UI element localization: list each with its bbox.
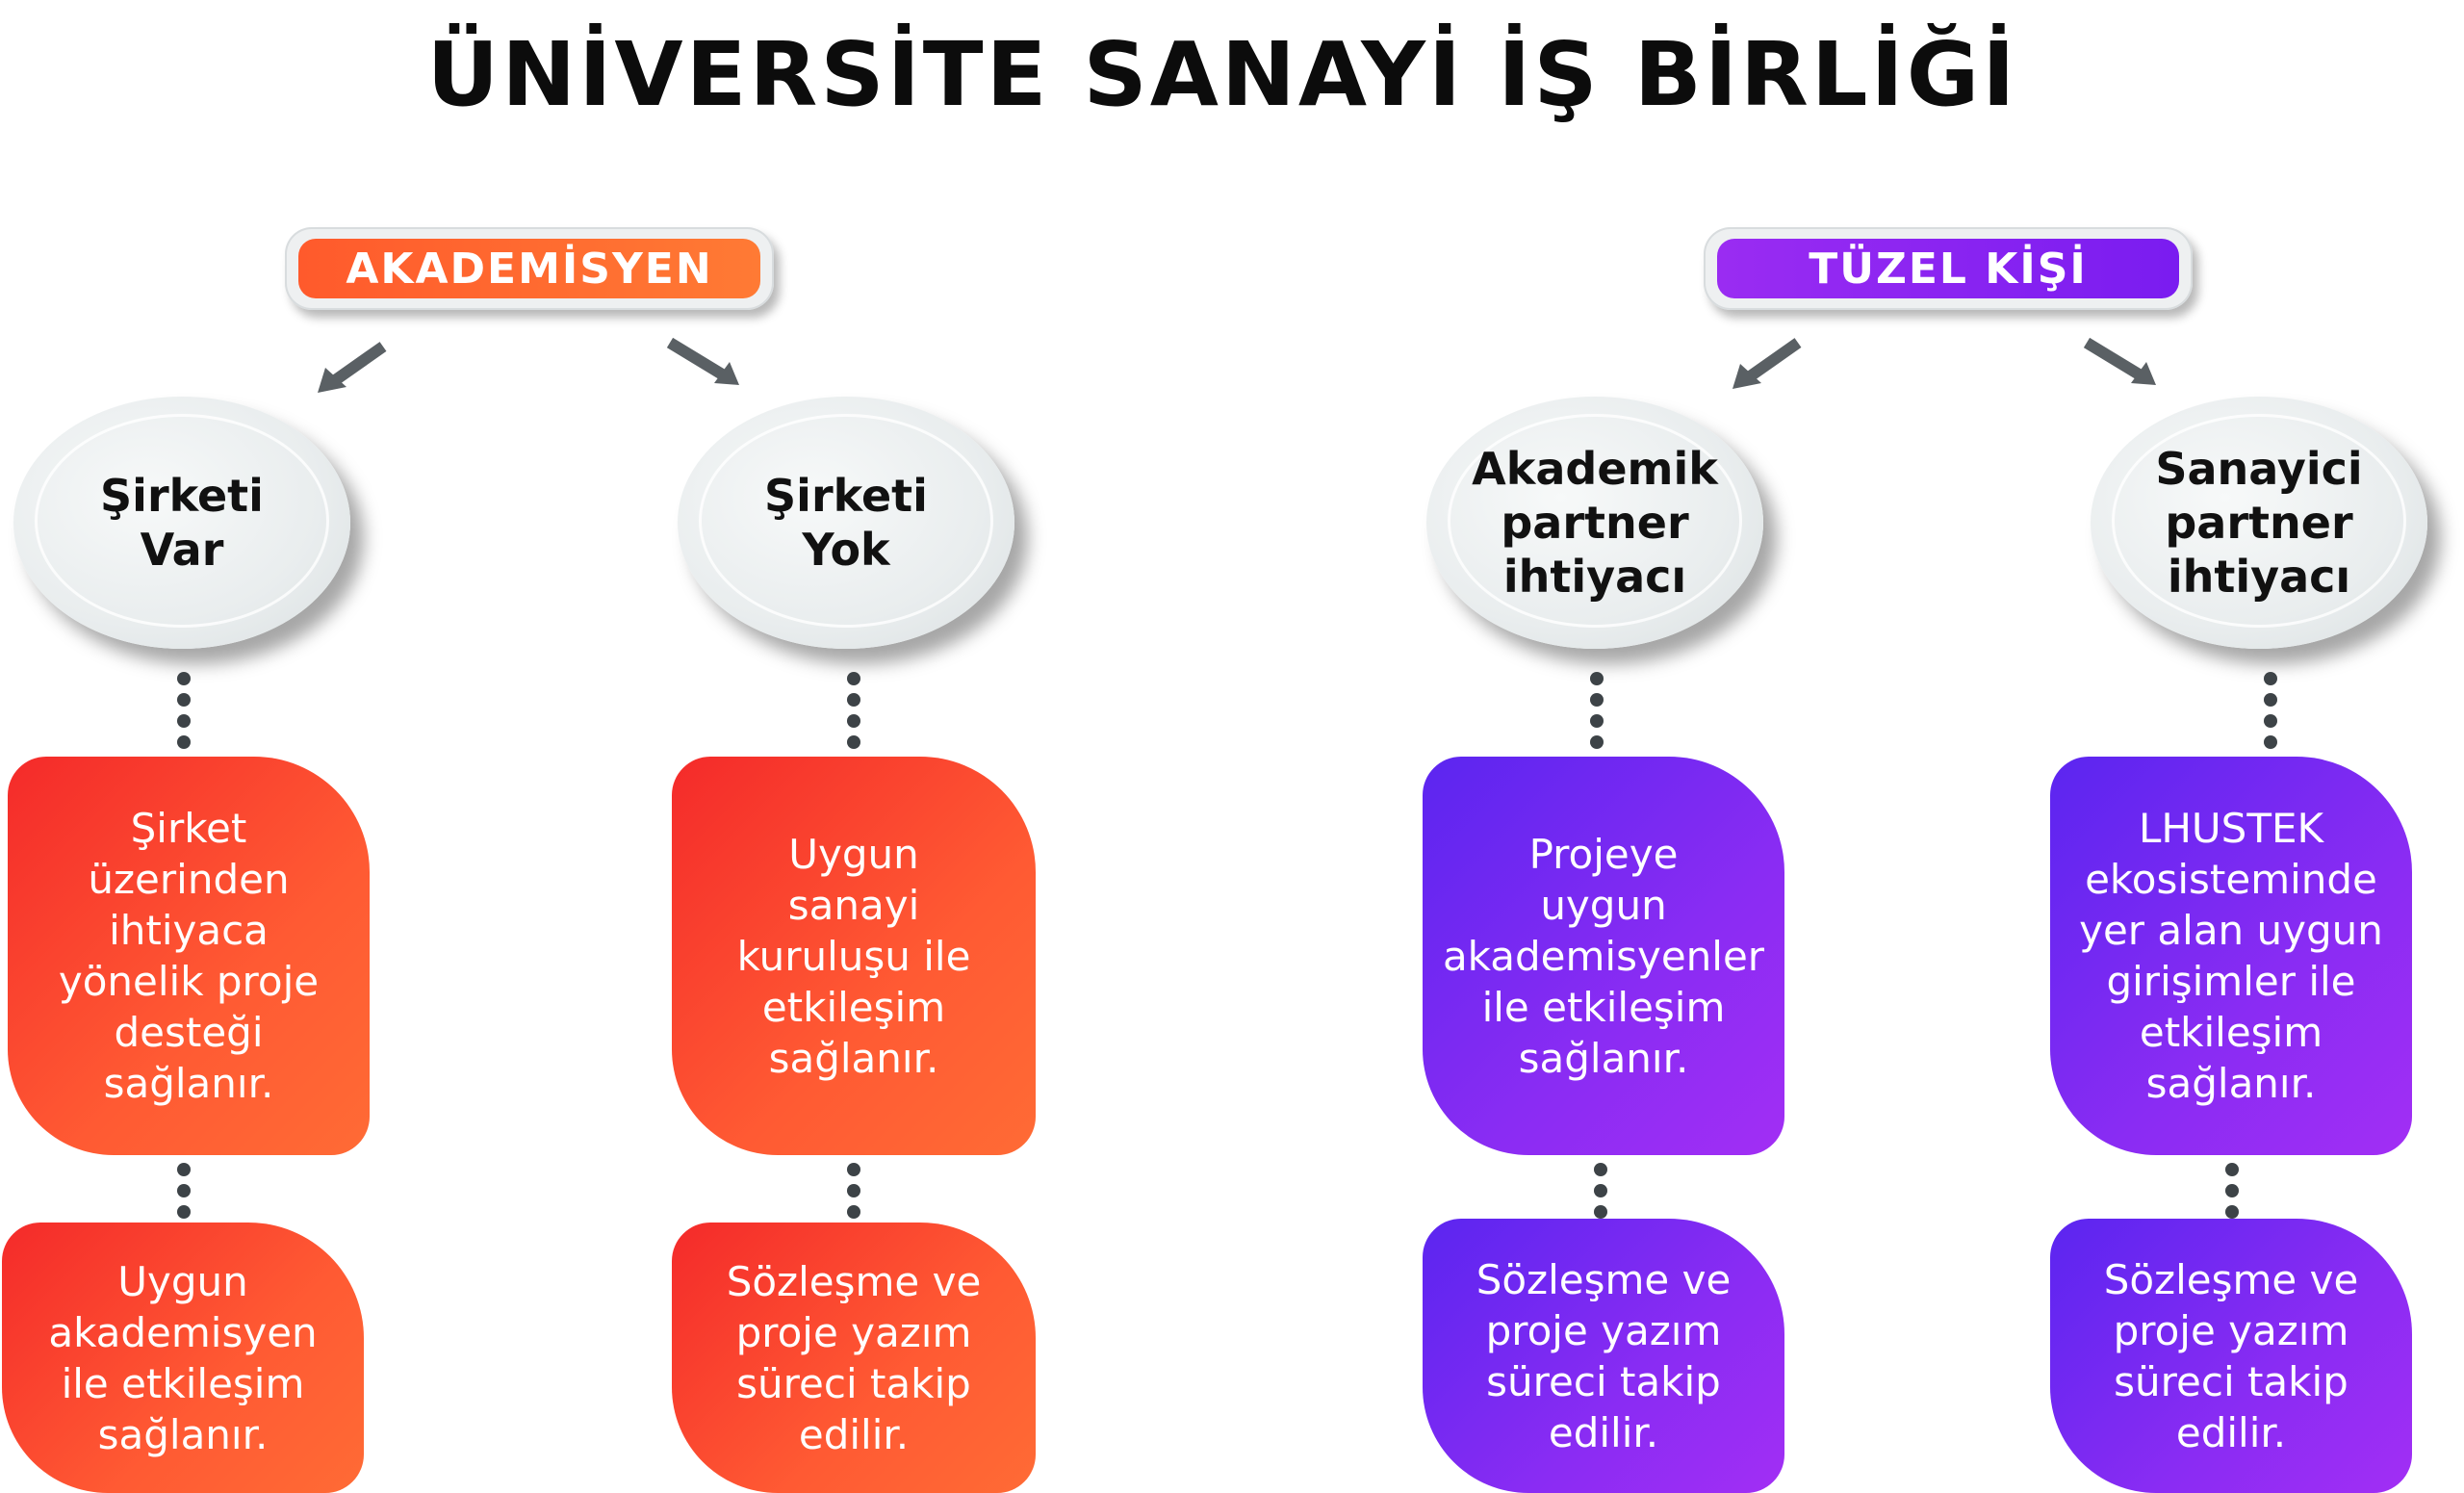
node-label: Şirketi Var (100, 470, 264, 576)
step-card: Projeye uygun akademisyenler ile etkileş… (1423, 757, 1784, 1155)
page-title: ÜNİVERSİTE SANAYİ İŞ BİRLİĞİ (426, 23, 2018, 126)
node-label: Akademik partner ihtiyacı (1472, 443, 1718, 603)
arrow-down-left-icon (1732, 338, 1810, 389)
dotted-connector (847, 672, 860, 757)
step-card: Uygun sanayi kuruluşu ile etkileşim sağl… (672, 757, 1036, 1155)
group-label: TÜZEL KİŞİ (1717, 239, 2179, 298)
step-card: Uygun akademisyen ile etkileşim sağlanır… (2, 1223, 364, 1493)
group-tuzel-kisi-header: TÜZEL KİŞİ (1704, 227, 2193, 310)
node-label: Sanayici partner ihtiyacı (2155, 443, 2363, 603)
dotted-connector (177, 1163, 191, 1226)
node-sanayici-partner: Sanayici partner ihtiyacı (2091, 397, 2427, 649)
step-card: Sözleşme ve proje yazım süreci takip edi… (1423, 1219, 1784, 1493)
node-akademik-partner: Akademik partner ihtiyacı (1426, 397, 1763, 649)
step-card: Şirket üzerinden ihtiyaca yönelik proje … (8, 757, 370, 1155)
group-label: AKADEMİSYEN (298, 239, 760, 298)
dotted-connector (2264, 672, 2277, 757)
dotted-connector (2225, 1163, 2239, 1226)
step-card: Sözleşme ve proje yazım süreci takip edi… (672, 1223, 1036, 1493)
group-akademisyen-header: AKADEMİSYEN (285, 227, 774, 310)
dotted-connector (1594, 1163, 1607, 1226)
dotted-connector (847, 1163, 860, 1226)
arrow-down-left-icon (318, 342, 395, 393)
node-sirketi-yok: Şirketi Yok (678, 397, 1014, 649)
node-label: Şirketi Yok (764, 470, 928, 576)
arrow-down-right-icon (666, 337, 747, 385)
node-sirketi-var: Şirketi Var (13, 397, 350, 649)
arrow-down-right-icon (2083, 337, 2164, 385)
dotted-connector (177, 672, 191, 757)
step-card: Sözleşme ve proje yazım süreci takip edi… (2050, 1219, 2412, 1493)
step-card: LHUSTEK ekosisteminde yer alan uygun gir… (2050, 757, 2412, 1155)
dotted-connector (1590, 672, 1604, 757)
